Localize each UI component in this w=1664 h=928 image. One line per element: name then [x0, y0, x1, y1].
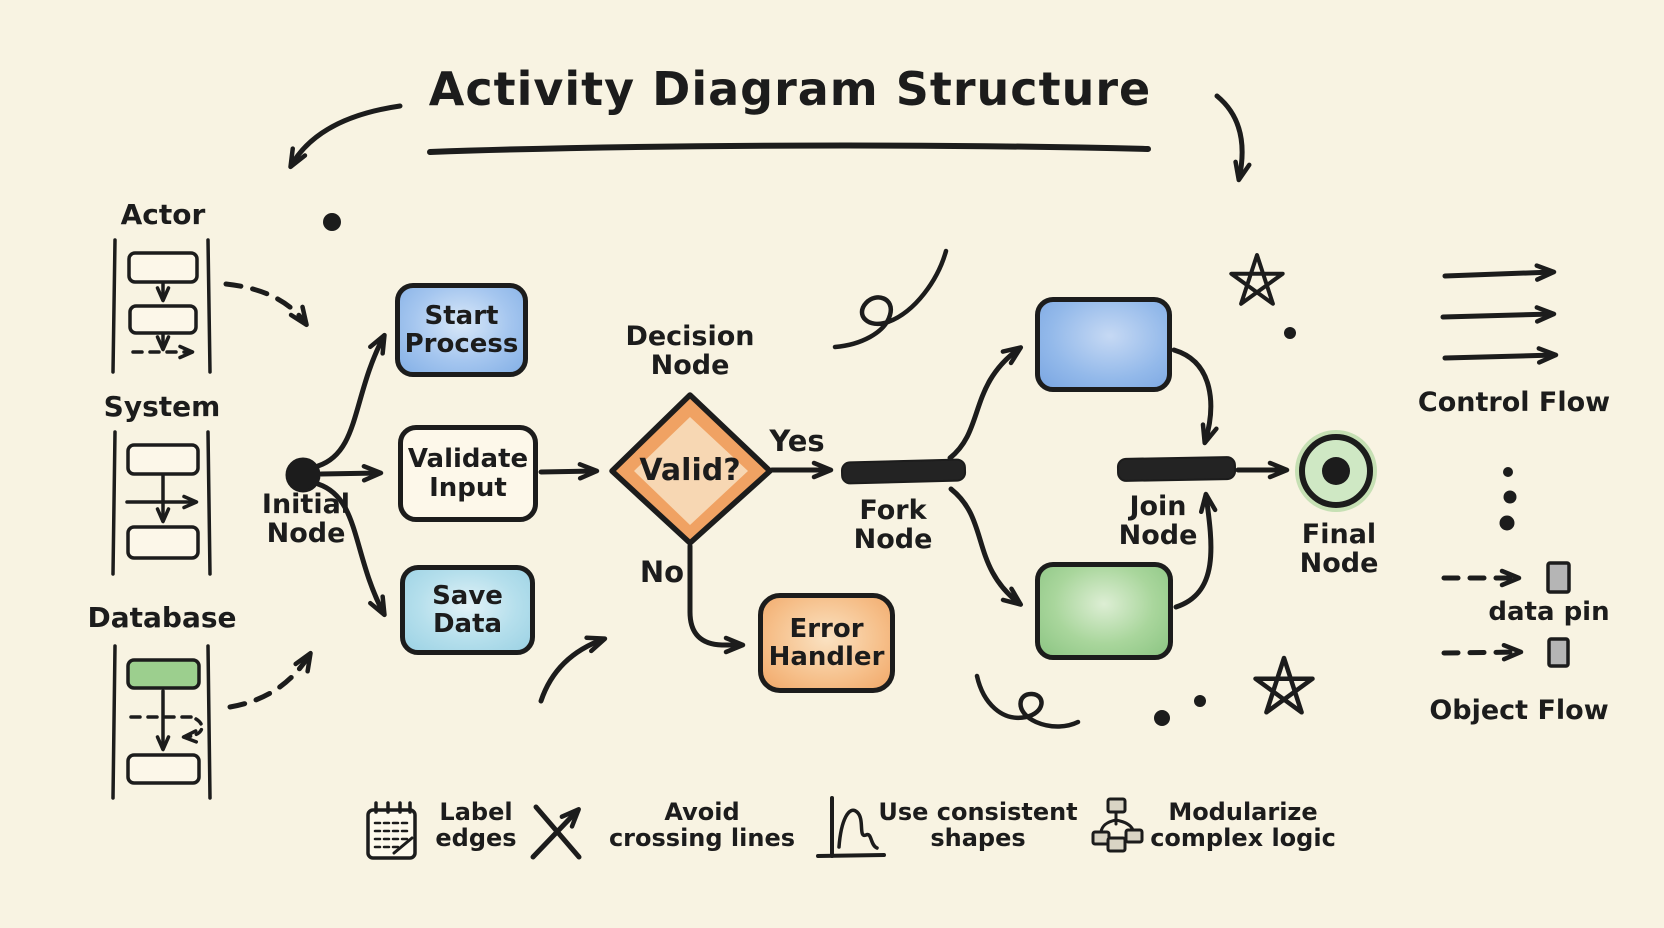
edge-label-yes: Yes: [769, 424, 825, 458]
edge-initial-start: [315, 332, 387, 469]
edge-initial-save: [315, 481, 387, 618]
database-dashed-connector: [227, 650, 313, 710]
legend-data-pin: data pin: [1488, 597, 1610, 627]
tip-use-consistent-shapes: Use consistent shapes: [878, 798, 1078, 852]
star-top-icon: [1229, 253, 1285, 306]
final-node-label: Final Node: [1299, 519, 1379, 580]
decision-node: [609, 392, 773, 546]
lane-label-system: System: [103, 390, 221, 423]
title-underline: [427, 142, 1151, 155]
decision-node-label: Decision Node: [625, 321, 755, 382]
scatter-dots: [323, 213, 1296, 726]
data-pin-icon: [1441, 561, 1571, 594]
legend-control-flow: Control Flow: [1417, 387, 1611, 418]
tip-modularize-complex-logic: Modularize complex logic: [1150, 798, 1336, 852]
object-flow-icon: [1441, 637, 1570, 668]
initial-node-label: Initial Node: [261, 489, 351, 550]
actor-dashed-connector: [223, 281, 309, 328]
legend-object-flow: Object Flow: [1429, 695, 1609, 726]
edge-green-join: [1173, 491, 1218, 610]
page-title: Activity Diagram Structure: [428, 62, 1152, 116]
initial-node: [285, 457, 321, 493]
actor-lane-sketch: [111, 238, 212, 374]
loop-squiggle-bottom-icon: [974, 673, 1081, 729]
edge-initial-validate: [318, 464, 384, 483]
parallel-branch-green-node: [1035, 562, 1173, 660]
control-flow-arrows-icon: [1440, 263, 1559, 365]
edge-fork-green: [948, 486, 1024, 607]
fork-node-label: Fork Node: [853, 495, 933, 556]
tree-diagram-icon: [1091, 797, 1144, 853]
system-lane-sketch: [111, 430, 212, 576]
fork-node-bar: [840, 458, 967, 485]
final-node: [1295, 430, 1377, 512]
axis-squiggle-icon: [816, 796, 886, 858]
curved-arrow-doodle-icon: [538, 635, 608, 704]
legend-dots: [1499, 467, 1517, 531]
star-bottom-icon: [1253, 655, 1315, 715]
title-arrow-right: [1214, 93, 1252, 183]
edge-fork-blue: [947, 345, 1024, 461]
edge-validate-decision: [538, 462, 600, 481]
join-node-label: Join Node: [1118, 491, 1198, 552]
edge-label-no: No: [639, 555, 685, 589]
lane-label-database: Database: [87, 601, 237, 634]
crossed-arrows-icon: [530, 804, 582, 860]
parallel-branch-blue-node: [1035, 297, 1172, 392]
notepad-icon: [366, 801, 417, 860]
edge-decision-error-no: [687, 543, 746, 655]
loop-squiggle-top-icon: [832, 248, 949, 350]
lane-label-actor: Actor: [120, 198, 206, 231]
tip-avoid-crossing-lines: Avoid crossing lines: [608, 798, 796, 852]
decision-question: Valid?: [639, 453, 741, 488]
database-lane-sketch: [111, 644, 212, 800]
join-node-bar: [1116, 456, 1237, 482]
edge-blue-join: [1171, 347, 1219, 446]
tip-label-edges: Label edges: [435, 798, 517, 852]
title-arrow-left: [288, 103, 403, 170]
